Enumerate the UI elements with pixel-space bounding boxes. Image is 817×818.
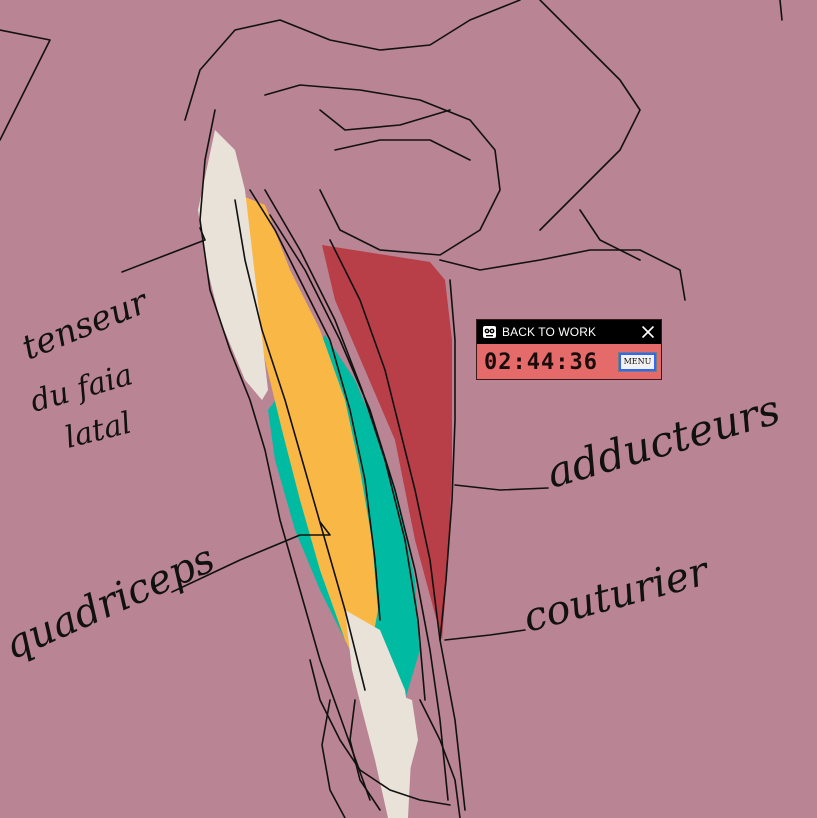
menu-button[interactable]: MENU: [619, 353, 656, 371]
timer-display: 02:44:36: [484, 349, 598, 377]
timer-title: BACK TO WORK: [502, 324, 596, 340]
timer-widget: BACK TO WORK 02:44:36 MENU: [476, 319, 662, 380]
timer-titlebar[interactable]: BACK TO WORK: [477, 320, 661, 344]
close-icon[interactable]: [641, 325, 655, 339]
glasses-robot-icon: [482, 325, 497, 339]
